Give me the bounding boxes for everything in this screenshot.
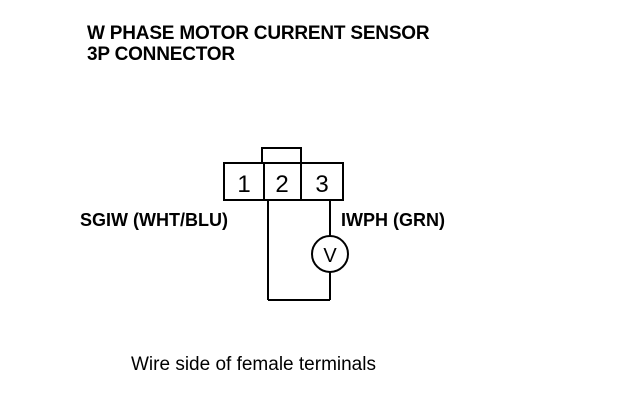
connector-body [223, 162, 344, 201]
wire-label-iwph: IWPH (GRN) [341, 210, 445, 230]
voltmeter-symbol: V [323, 245, 337, 267]
diagram-title-line-2: 3P CONNECTOR [87, 44, 235, 65]
voltmeter-icon: V [311, 235, 349, 273]
pin-3-number: 3 [315, 171, 328, 198]
connector-housing [223, 147, 344, 201]
pin-2-number: 2 [275, 171, 288, 198]
diagram-title-line-1: W PHASE MOTOR CURRENT SENSOR [87, 23, 430, 44]
pin-1-number: 1 [237, 171, 250, 198]
wire-label-sgiw: SGIW (WHT/BLU) [80, 210, 228, 230]
connector-latch-tab [261, 147, 302, 163]
terminal-side-caption: Wire side of female terminals [131, 354, 376, 375]
